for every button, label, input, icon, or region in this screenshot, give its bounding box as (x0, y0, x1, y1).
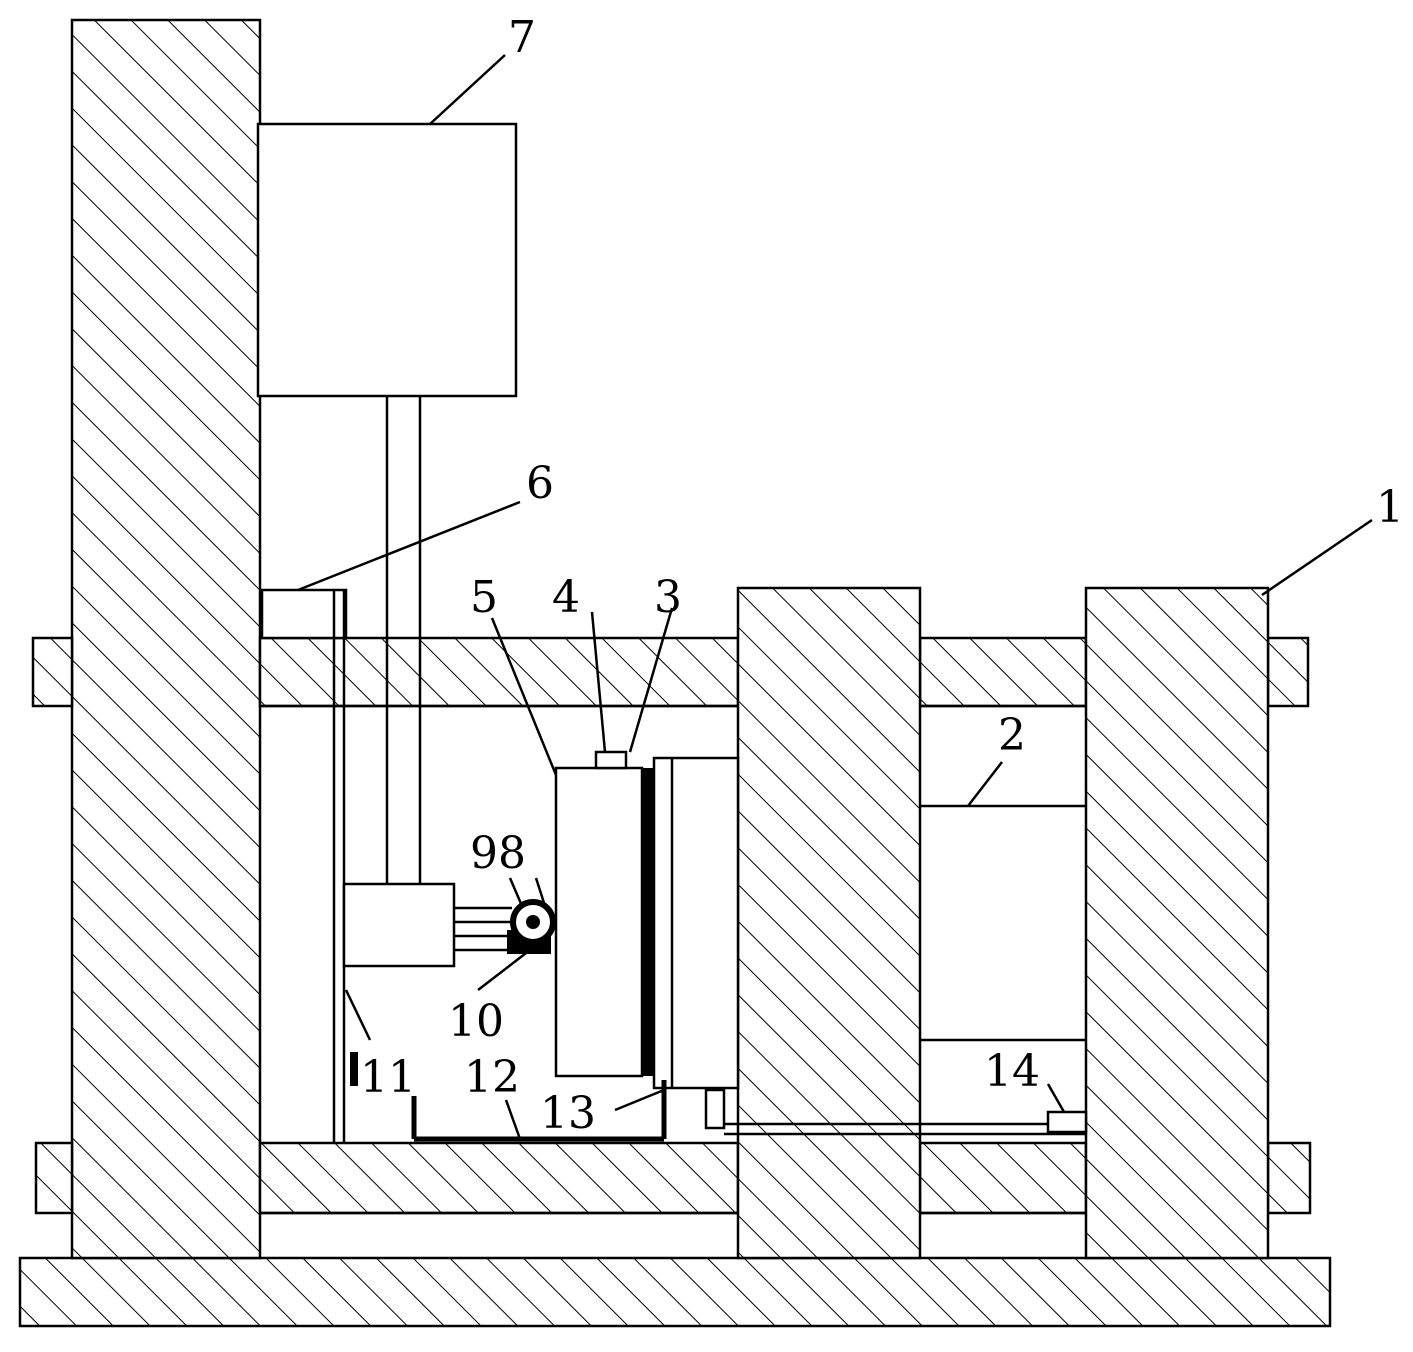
leader-4 (590, 611, 607, 753)
leader-98-b (534, 877, 547, 907)
label-2: 2 (998, 710, 1026, 761)
left-column (70, 18, 262, 1260)
upper-beam-right-tab (1266, 636, 1310, 708)
label-6: 6 (526, 458, 554, 509)
leader-13 (614, 1088, 665, 1112)
leader-3 (628, 607, 674, 753)
label-7: 7 (508, 12, 536, 63)
label-4: 4 (552, 572, 580, 623)
base-plate (18, 1256, 1332, 1328)
right-column (1084, 586, 1270, 1260)
lower-beam-middle-section (918, 1141, 1088, 1215)
drive-unit-box (256, 122, 518, 398)
leader-14 (1046, 1083, 1066, 1113)
label-98: 98 (470, 828, 526, 879)
leader-6 (297, 500, 521, 592)
label-1: 1 (1376, 482, 1404, 533)
label-5: 5 (470, 572, 498, 623)
upper-beam-left-section (258, 636, 740, 708)
label-11: 11 (360, 1052, 416, 1103)
leader-11 (344, 989, 372, 1041)
middle-column (736, 586, 922, 1260)
leader-10 (477, 949, 531, 991)
label-13: 13 (540, 1088, 596, 1139)
leader-1 (1261, 518, 1373, 597)
leader-98-a (508, 877, 524, 907)
label-12: 12 (464, 1052, 520, 1103)
lower-beam-left-section (258, 1141, 740, 1215)
label-3: 3 (654, 572, 682, 623)
label-14: 14 (984, 1046, 1040, 1097)
connector-stub (704, 1088, 726, 1130)
mold-half-part-3 (652, 756, 740, 1090)
lower-beam-right-tab (1266, 1141, 1312, 1215)
label-10: 10 (448, 996, 504, 1047)
carriage-block (342, 882, 456, 968)
workpiece-part-5 (554, 766, 644, 1078)
lower-beam-left-tab (34, 1141, 74, 1215)
leader-5 (490, 617, 558, 776)
bracket-part-6 (260, 588, 348, 640)
roller-inner-part-8 (526, 915, 540, 929)
upper-beam-left-tab (31, 636, 74, 708)
leader-12 (504, 1099, 522, 1140)
leader-7 (429, 54, 506, 125)
workpiece-side-strip (642, 768, 654, 1076)
leader-2 (967, 761, 1003, 807)
workpiece-top-cap-part-4 (594, 750, 628, 770)
upper-beam-middle-section (918, 636, 1088, 708)
part-11-marker (350, 1052, 358, 1086)
part-14-block (1046, 1110, 1088, 1134)
